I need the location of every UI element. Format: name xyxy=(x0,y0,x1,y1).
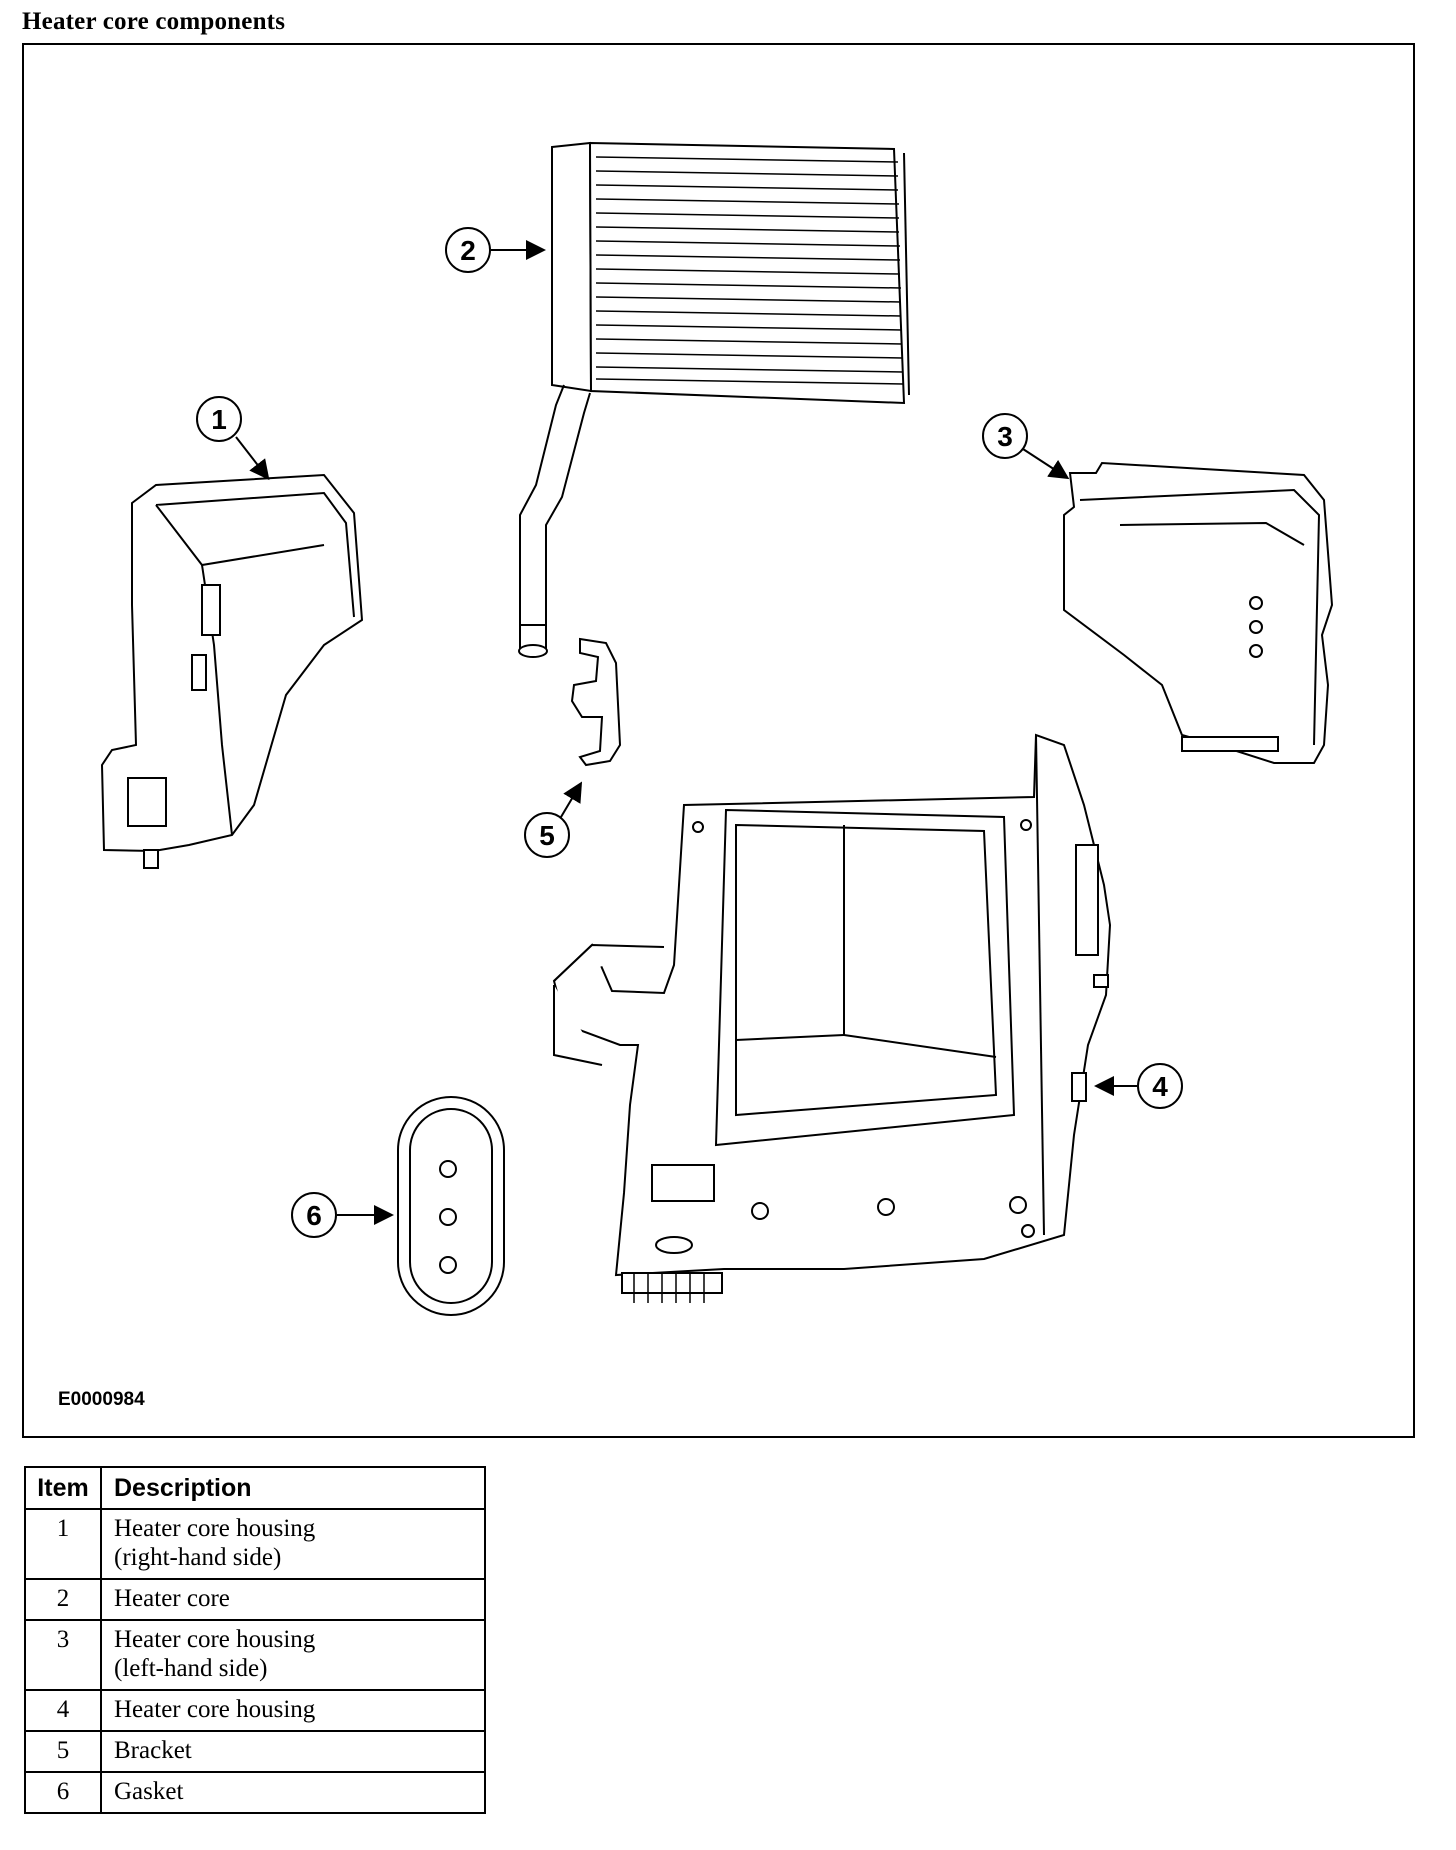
callout-1: 1 xyxy=(196,396,270,481)
legend-description-line: (left-hand side) xyxy=(114,1655,268,1682)
legend-row: 1 Heater core housing (right-hand side) xyxy=(24,1508,486,1580)
legend-header-item: Item xyxy=(24,1466,102,1510)
legend-description-line: Gasket xyxy=(114,1778,184,1805)
callout-6: 6 xyxy=(291,1192,394,1238)
callout-6-number: 6 xyxy=(306,1200,322,1231)
legend-item-description: Bracket xyxy=(100,1730,486,1773)
callout-2-number: 2 xyxy=(460,235,476,266)
legend-header-row: Item Description xyxy=(24,1466,486,1510)
legend-table: Item Description 1 Heater core housing (… xyxy=(24,1466,486,1814)
gasket-part xyxy=(397,1096,505,1316)
legend-item-description: Heater core housing xyxy=(100,1689,486,1732)
diagram-frame: 1 2 3 4 5 6 E0000984 xyxy=(22,43,1415,1438)
legend-item-description: Heater core housing (right-hand side) xyxy=(100,1508,486,1580)
page-title: Heater core components xyxy=(22,8,286,35)
legend-item-number: 4 xyxy=(24,1689,102,1732)
legend-description-line: Heater core housing xyxy=(114,1515,316,1542)
callout-3-number: 3 xyxy=(997,421,1013,452)
legend-description-line: (right-hand side) xyxy=(114,1544,282,1571)
legend-header-description: Description xyxy=(100,1466,486,1510)
legend-description-line: Heater core housing xyxy=(114,1626,316,1653)
legend-description-line: Heater core xyxy=(114,1585,230,1612)
legend-item-description: Heater core xyxy=(100,1578,486,1621)
callout-5-number: 5 xyxy=(539,820,555,851)
callout-4: 4 xyxy=(1094,1063,1183,1109)
legend-row: 4 Heater core housing xyxy=(24,1689,486,1732)
legend-description-line: Bracket xyxy=(114,1737,192,1764)
legend-item-number: 1 xyxy=(24,1508,102,1580)
legend-item-number: 2 xyxy=(24,1578,102,1621)
legend-item-number: 6 xyxy=(24,1771,102,1814)
legend-row: 3 Heater core housing (left-hand side) xyxy=(24,1619,486,1691)
heater-core-housing-rh-part xyxy=(100,473,364,869)
bracket-part xyxy=(570,637,622,767)
legend-item-number: 5 xyxy=(24,1730,102,1773)
legend-row: 5 Bracket xyxy=(24,1730,486,1773)
figure-id: E0000984 xyxy=(58,1389,145,1410)
callout-4-number: 4 xyxy=(1152,1071,1168,1102)
legend-item-number: 3 xyxy=(24,1619,102,1691)
legend-row: 2 Heater core xyxy=(24,1578,486,1621)
callout-1-number: 1 xyxy=(211,404,227,435)
exploded-view-illustration: 1 2 3 4 5 6 xyxy=(100,141,1334,1316)
callout-3: 3 xyxy=(982,413,1070,480)
legend-description-line: Heater core housing xyxy=(114,1696,316,1723)
callout-5: 5 xyxy=(524,781,583,858)
legend-row: 6 Gasket xyxy=(24,1771,486,1814)
legend-item-description: Heater core housing (left-hand side) xyxy=(100,1619,486,1691)
heater-core-housing-part xyxy=(552,733,1112,1303)
callout-2: 2 xyxy=(445,227,546,273)
heater-core-part xyxy=(518,141,910,658)
legend-item-description: Gasket xyxy=(100,1771,486,1814)
heater-core-housing-lh-part xyxy=(1063,461,1334,764)
